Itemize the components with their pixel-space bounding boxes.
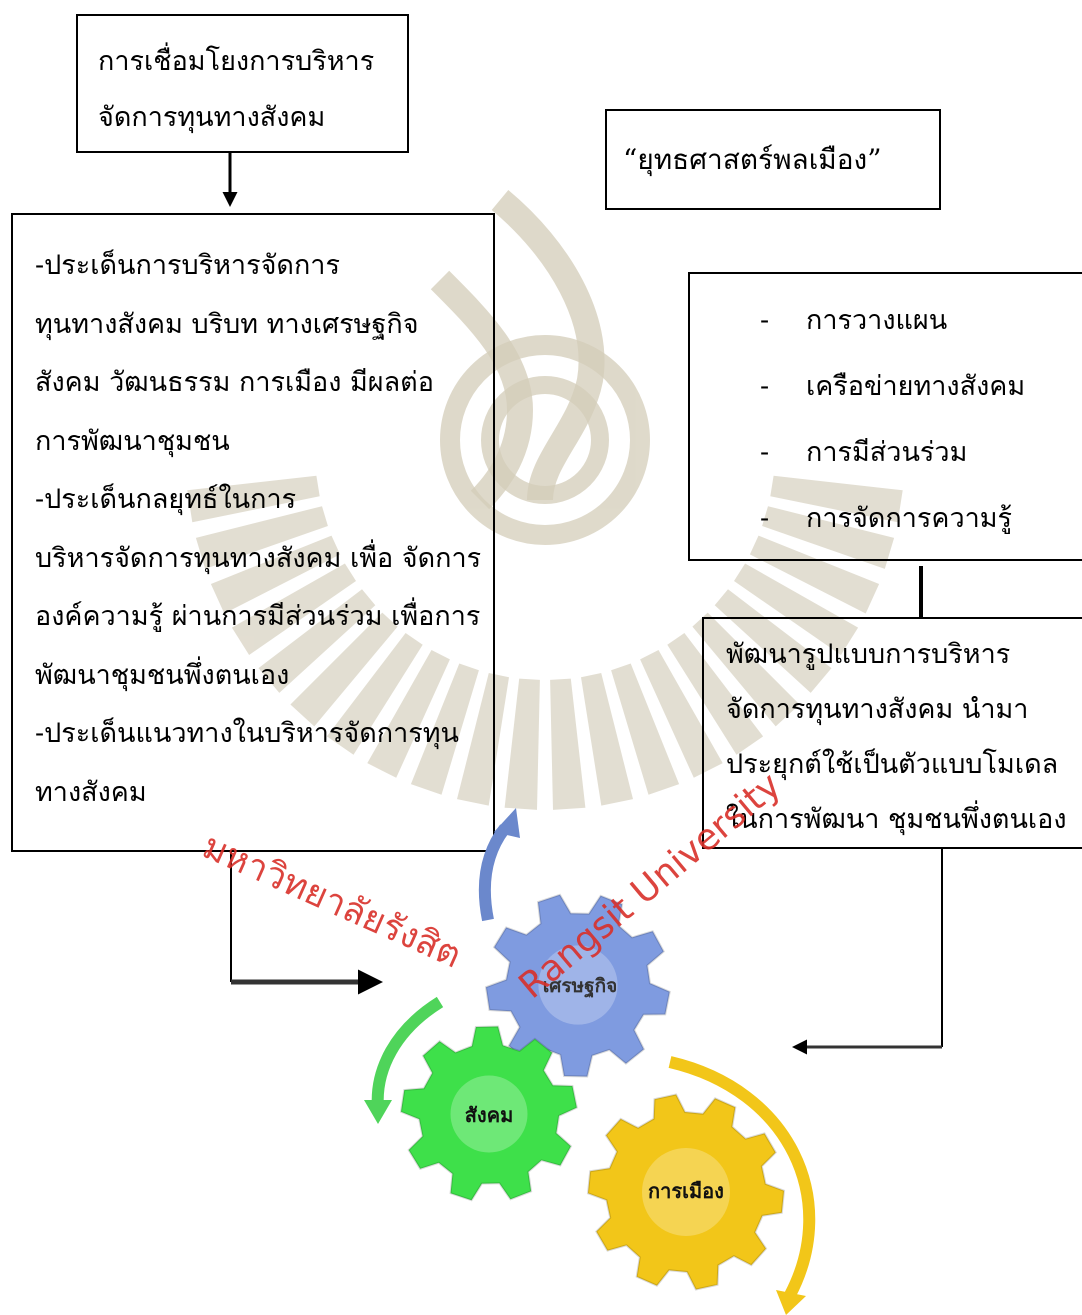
- components-box: -การวางแผน -เครือข่ายทางสังคม -การมีส่วน…: [688, 272, 1082, 561]
- linkage-line: การเชื่อมโยงการบริหาร: [98, 46, 375, 77]
- logo-ray: [667, 633, 764, 755]
- issues-line: สังคม วัฒนธรรม การเมือง มีผลต่อ: [35, 367, 434, 398]
- strategy-title: “ยุทธศาสตร์พลเมือง”: [623, 143, 882, 176]
- logo-ray: [692, 612, 800, 727]
- logo-ray: [367, 650, 450, 778]
- list-item: -การจัดการความรู้: [690, 486, 1082, 552]
- model-line: พัฒนารูปแบบการบริหาร: [726, 639, 1011, 670]
- economy-gear-label: เศรษฐกิจ: [543, 975, 617, 999]
- gear-society-hub: [450, 1075, 528, 1153]
- logo-ray: [550, 678, 586, 810]
- green-arrowhead: [364, 1100, 392, 1124]
- society-gear-label: สังคม: [465, 1103, 514, 1127]
- yellow-arrowhead: [776, 1290, 806, 1315]
- politics-gear-label: การเมือง: [648, 1179, 724, 1203]
- logo-ray: [734, 563, 859, 655]
- gear-politics-hub: [642, 1148, 730, 1236]
- logo-ray: [195, 506, 328, 569]
- logo-ray: [504, 678, 540, 810]
- gear-society-body: [399, 1025, 578, 1202]
- politics-gear: [586, 1093, 786, 1291]
- model-box: พัฒนารูปแบบการบริหาร จัดการทุนทางสังคม น…: [702, 617, 1082, 849]
- gear-politics-body: [586, 1093, 786, 1291]
- logo-ray: [762, 506, 895, 569]
- logo-ray: [457, 673, 509, 806]
- model-line: ประยุกต์ใช้เป็นตัวแบบโมเดล: [726, 749, 1059, 780]
- logo-ray: [210, 535, 341, 614]
- issues-line: พัฒนาชุมชนพึ่งตนเอง: [35, 659, 290, 691]
- watermark-thai: มหาวิทยาลัยรังสิต: [196, 826, 467, 977]
- issues-line: ทางสังคม: [35, 776, 147, 808]
- model-line: ในการพัฒนา ชุมชนพึ่งตนเอง: [726, 804, 1067, 835]
- issues-line: บริหารจัดการทุนทางสังคม เพื่อ จัดการ: [35, 542, 482, 574]
- component-label: การมีส่วนร่วม: [806, 437, 968, 468]
- component-label: เครือข่ายทางสังคม: [806, 371, 1026, 402]
- logo-ray: [749, 535, 880, 614]
- list-item: -เครือข่ายทางสังคม: [690, 354, 1082, 420]
- list-item: -การมีส่วนร่วม: [690, 420, 1082, 486]
- issues-line: องค์ความรู้ ผ่านการมีส่วนร่วม เพื่อการ: [35, 601, 481, 632]
- logo-ray: [611, 663, 680, 795]
- gear-economy-body: [484, 893, 671, 1078]
- linkage-box: การเชื่อมโยงการบริหาร จัดการทุนทางสังคม: [76, 14, 409, 153]
- blue-arrowhead: [494, 808, 520, 838]
- list-item: -การวางแผน: [690, 288, 1082, 354]
- logo-ray: [231, 563, 356, 655]
- logo-ray: [187, 475, 320, 523]
- issues-line: ทุนทางสังคม บริบท ทางเศรษฐกิจ: [35, 308, 419, 340]
- issues-line: การพัฒนาชุมชน: [35, 425, 230, 457]
- logo-ray: [410, 663, 479, 795]
- green-cycle-arrow: [371, 996, 444, 1109]
- economy-gear: [484, 893, 671, 1078]
- blue-cycle-arrow: [478, 824, 510, 922]
- component-label: การจัดการความรู้: [806, 503, 1013, 534]
- yellow-cycle-arrow: [668, 1056, 816, 1298]
- logo-ray: [581, 673, 633, 806]
- logo-ray: [770, 475, 903, 523]
- issues-line: -ประเด็นแนวทางในบริหารจัดการทุน: [35, 718, 460, 749]
- logo-ray: [326, 633, 423, 755]
- strategy-box: “ยุทธศาสตร์พลเมือง”: [605, 109, 941, 210]
- component-label: การวางแผน: [806, 305, 948, 336]
- linkage-line: จัดการทุนทางสังคม: [98, 102, 326, 133]
- issues-box: -ประเด็นการบริหารจัดการ ทุนทางสังคม บริบ…: [11, 213, 495, 852]
- gear-economy-hub: [538, 945, 618, 1025]
- logo-ray: [714, 589, 832, 693]
- society-gear: [399, 1025, 578, 1202]
- logo-ray: [258, 589, 376, 693]
- logo-ray: [290, 612, 398, 727]
- watermark-english: Rangsit University: [511, 765, 789, 1007]
- issues-line: -ประเด็นกลยุทธ์ในการ: [35, 484, 297, 515]
- issues-line: -ประเด็นการบริหารจัดการ: [35, 250, 340, 281]
- model-line: จัดการทุนทางสังคม นำมา: [726, 694, 1029, 725]
